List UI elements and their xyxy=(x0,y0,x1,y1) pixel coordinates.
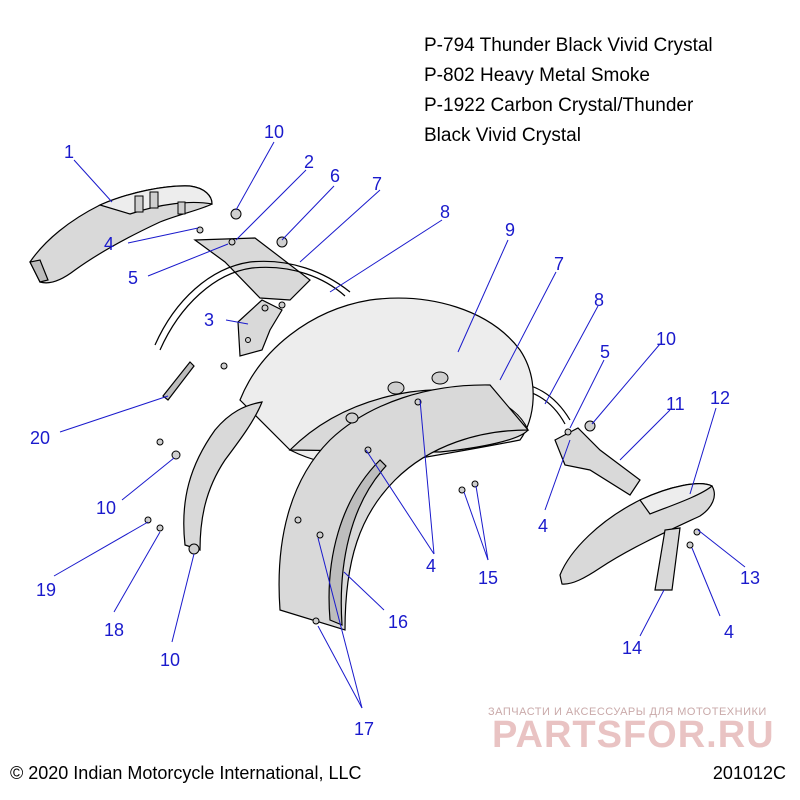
part-8-trim-rail-left xyxy=(159,266,346,351)
part-left-liner xyxy=(183,401,263,551)
diagram-id: 201012C xyxy=(712,763,786,783)
callout-8-left: 8 xyxy=(440,202,450,222)
paint-code-line-4: Black Vivid Crystal xyxy=(424,125,581,146)
callout-12: 12 xyxy=(710,388,730,408)
hardware-fasteners xyxy=(144,208,701,625)
part-14-stay xyxy=(654,527,681,591)
callout-6: 6 xyxy=(330,166,340,186)
callout-16: 16 xyxy=(388,612,408,632)
callout-13: 13 xyxy=(740,568,760,588)
part-16-trim-strip xyxy=(328,459,387,626)
part-3-mount-bracket xyxy=(237,299,286,357)
callout-10-right: 10 xyxy=(656,329,676,349)
part-2-bracket xyxy=(193,237,311,301)
callout-4-left: 4 xyxy=(104,234,114,254)
part-1-fender-tip-left xyxy=(29,185,213,284)
part-12-fender-tip-right xyxy=(559,483,715,585)
callout-2: 2 xyxy=(304,152,314,172)
callout-1: 1 xyxy=(64,142,74,162)
paint-code-line-1: P-794 Thunder Black Vivid Crystal xyxy=(424,35,713,56)
watermark-brand: PARTSFOR.RU xyxy=(492,714,775,756)
callout-10-top: 10 xyxy=(264,122,284,142)
callout-20: 20 xyxy=(30,428,50,448)
leader-lines xyxy=(53,141,746,709)
callout-8-right: 8 xyxy=(594,290,604,310)
callout-4-right: 4 xyxy=(538,516,548,536)
part-7-trim-rail-left xyxy=(154,260,351,346)
watermark-tagline: ЗАПЧАСТИ И АКСЕССУАРЫ ДЛЯ МОТОТЕХНИКИ xyxy=(488,706,767,718)
callout-4-far-right: 4 xyxy=(724,622,734,642)
callout-3: 3 xyxy=(204,310,214,330)
part-20-strip xyxy=(162,361,195,401)
paint-code-line-2: P-802 Heavy Metal Smoke xyxy=(424,65,650,86)
callout-7-left: 7 xyxy=(372,174,382,194)
callout-15: 15 xyxy=(478,568,498,588)
callout-5-right: 5 xyxy=(600,342,610,362)
callout-19: 19 xyxy=(36,580,56,600)
part-11-bracket xyxy=(554,427,641,496)
callout-10-left: 10 xyxy=(96,498,116,518)
callout-4-center: 4 xyxy=(426,556,436,576)
callout-14: 14 xyxy=(622,638,642,658)
callout-7-right: 7 xyxy=(554,254,564,274)
callout-18: 18 xyxy=(104,620,124,640)
callout-10-bottom: 10 xyxy=(160,650,180,670)
callout-5-left: 5 xyxy=(128,268,138,288)
copyright-text: © 2020 Indian Motorcycle International, … xyxy=(10,763,362,783)
callout-11: 11 xyxy=(666,394,685,414)
callout-17: 17 xyxy=(354,719,374,739)
paint-code-line-3: P-1922 Carbon Crystal/Thunder xyxy=(424,95,694,116)
callout-numbers: 1 10 2 6 7 8 4 5 3 9 7 8 5 10 11 12 4 13… xyxy=(30,122,760,739)
callout-9: 9 xyxy=(505,220,515,240)
